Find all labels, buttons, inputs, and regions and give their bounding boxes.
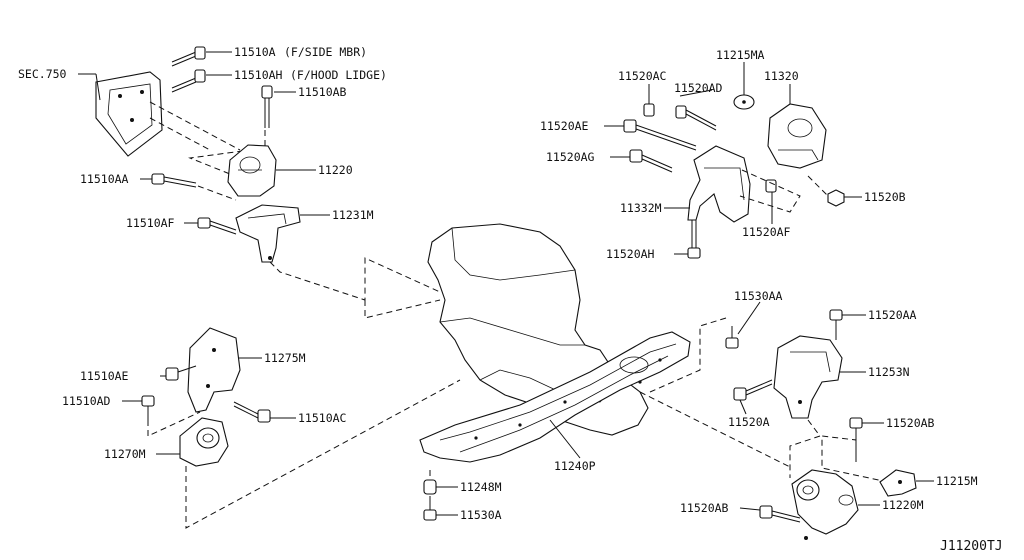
label-11240P: 11240P [554, 459, 596, 473]
label-11510AD: 11510AD [62, 394, 111, 408]
label-11510AF: 11510AF [126, 216, 175, 230]
label-11510A: 11510A [234, 45, 276, 59]
label-11231M: 11231M [332, 208, 374, 222]
label-11510AB: 11510AB [298, 85, 347, 99]
crossmember-11240P [419, 331, 691, 463]
label-11253N: 11253N [868, 365, 910, 379]
label-11320: 11320 [764, 69, 799, 83]
diagram-code: J11200TJ [940, 539, 1003, 554]
label-11510A-note: (F/SIDE MBR) [284, 45, 367, 59]
label-11510AE: 11510AE [80, 369, 129, 383]
sec750-bracket [95, 71, 163, 157]
label-11220: 11220 [318, 163, 353, 177]
bolt-11520AF [765, 179, 777, 224]
bolt-11520AH [674, 220, 701, 259]
label-11520AH: 11520AH [606, 247, 655, 261]
bolt-11530A [423, 496, 458, 521]
label-11520AA: 11520AA [868, 308, 917, 322]
label-11520AG: 11520AG [546, 150, 595, 164]
label-11270M: 11270M [104, 447, 146, 461]
mount-11220M [791, 469, 880, 540]
bolt-11520AB-top [849, 417, 884, 460]
label-11510AH-note: (F/HOOD LIDGE) [290, 68, 387, 82]
mount-11220 [227, 144, 316, 197]
mount-11320 [767, 84, 827, 169]
bolt-11248M [423, 479, 458, 495]
bolt-11510AH [171, 69, 232, 93]
washer-11215MA [733, 62, 755, 110]
label-11510AA: 11510AA [80, 172, 129, 186]
label-11520AC: 11520AC [618, 69, 667, 83]
label-sec750: SEC.750 [18, 67, 67, 81]
bracket-11253N [773, 335, 866, 419]
bolt-11520AG [610, 149, 673, 173]
label-11275M: 11275M [264, 351, 306, 365]
bolt-11520AB-bottom [739, 505, 801, 523]
bolt-11530AA [725, 301, 761, 349]
bolt-11510AF [184, 217, 237, 235]
label-11520AB-bottom: 11520AB [680, 501, 729, 515]
label-11530A: 11530A [460, 508, 502, 522]
label-11215MA: 11215MA [716, 48, 765, 62]
bolt-11510AA [140, 173, 197, 188]
bracket-11231M [235, 204, 330, 263]
label-11520A: 11520A [728, 415, 770, 429]
bolt-11520AA [829, 309, 866, 340]
bolt-11520AC [643, 84, 655, 117]
bolt-11520A [733, 379, 773, 415]
label-11520AB-top: 11520AB [886, 416, 935, 430]
bolt-11510A [171, 46, 232, 67]
bolt-11510AD [122, 395, 155, 420]
label-11510AC: 11510AC [298, 411, 347, 425]
bolt-11520AE [604, 119, 697, 151]
label-11332M: 11332M [620, 201, 662, 215]
label-11520B: 11520B [864, 190, 906, 204]
label-11248M: 11248M [460, 480, 502, 494]
label-11220M: 11220M [882, 498, 924, 512]
bolt-11510AC [233, 401, 296, 423]
label-11520AF: 11520AF [742, 225, 791, 239]
bolt-11520AD [675, 89, 717, 131]
label-11520AD: 11520AD [674, 81, 723, 95]
label-11510AH: 11510AH [234, 68, 283, 82]
bracket-11215M [879, 469, 934, 497]
bracket-11275M [187, 327, 262, 413]
label-11530AA: 11530AA [734, 289, 783, 303]
mount-11270M [156, 417, 229, 467]
label-11520AE: 11520AE [540, 119, 589, 133]
bolt-11510AB [261, 85, 296, 128]
label-11215M: 11215M [936, 474, 978, 488]
nut-11520B [827, 189, 862, 207]
bolt-11510AE [160, 365, 197, 381]
bracket-11332M [664, 145, 751, 223]
labels: SEC.750 11510A (F/SIDE MBR) 11510AH (F/H… [18, 45, 1003, 554]
